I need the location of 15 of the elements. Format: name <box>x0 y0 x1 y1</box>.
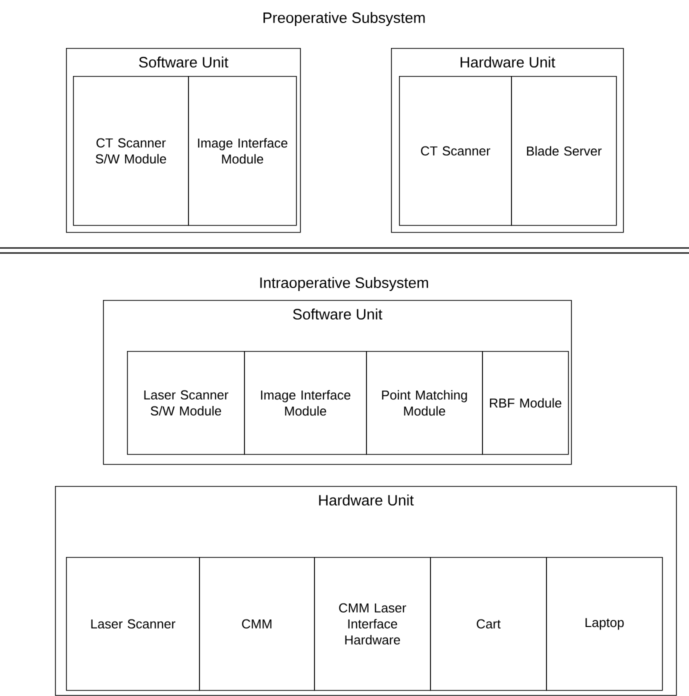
module-box: CMM <box>199 557 315 691</box>
module-box: Image Interface Module <box>244 351 367 455</box>
module-box: RBF Module <box>482 351 569 455</box>
module-box: Blade Server <box>511 76 617 226</box>
module-box: Image Interface Module <box>188 76 297 226</box>
module-box: Laser Scanner <box>66 557 200 691</box>
module-box: Laptop <box>546 557 663 691</box>
module-box: Point Matching Module <box>366 351 483 455</box>
module-box: CT Scanner S/W Module <box>73 76 189 226</box>
section-title: Preoperative Subsystem <box>264 12 425 26</box>
section-title: Intraoperative Subsystem <box>260 277 428 291</box>
module-box: CMM Laser Interface Hardware <box>314 557 431 691</box>
module-box: Cart <box>430 557 547 691</box>
module-box: CT Scanner <box>399 76 512 226</box>
module-box: Laser Scanner S/W Module <box>127 351 245 455</box>
